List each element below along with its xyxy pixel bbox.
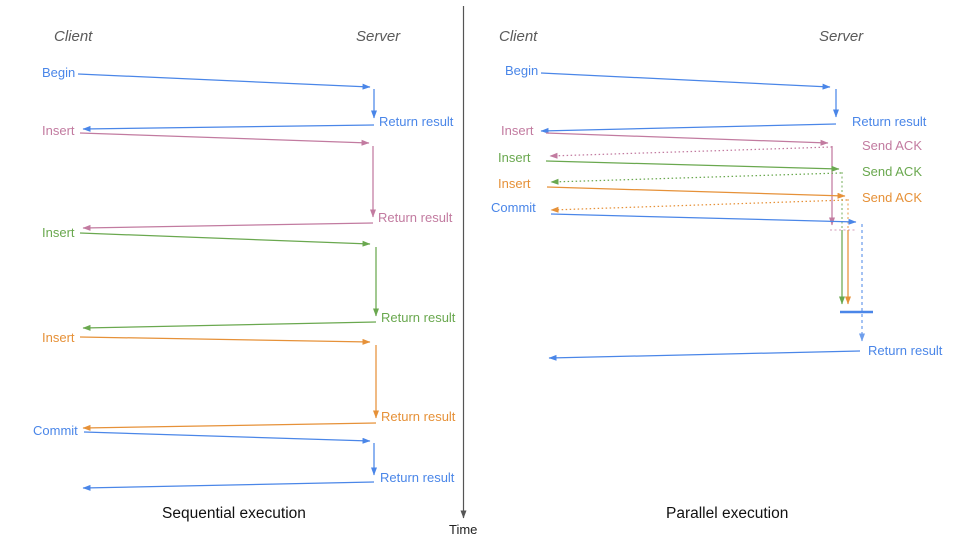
left-commit-message-arrows	[82, 431, 377, 491]
left-insert2-return-label: Return result	[381, 310, 456, 325]
right-begin-message-arrows	[540, 72, 839, 134]
left-server-header: Server	[356, 28, 401, 45]
right-begin-return-label: Return result	[852, 114, 927, 129]
right-insert1-message-arrows	[545, 132, 856, 231]
right-insert1-ack-label: Send ACK	[862, 138, 922, 153]
left-caption: Sequential execution	[162, 505, 306, 522]
time-axis-label: Time	[449, 522, 478, 537]
left-begin-message-arrows	[77, 73, 377, 132]
left-insert1-label: Insert	[42, 123, 75, 138]
left-commit-return-label: Return result	[380, 470, 455, 485]
right-client-header: Client	[499, 28, 538, 45]
right-insert2-message-arrows	[545, 160, 845, 305]
right-commit-label: Commit	[491, 200, 536, 215]
right-insert3-ack-label: Send ACK	[862, 190, 922, 205]
right-server-header: Server	[819, 28, 864, 45]
left-commit-label: Commit	[33, 423, 78, 438]
left-insert1-return-label: Return result	[378, 210, 453, 225]
right-begin-label: Begin	[505, 63, 539, 78]
right-insert1-label: Insert	[501, 123, 534, 138]
left-begin-return-label: Return result	[379, 114, 454, 129]
left-insert3-label: Insert	[42, 330, 75, 345]
left-insert3-return-label: Return result	[381, 409, 456, 424]
left-insert3-message-arrows	[79, 336, 379, 431]
right-insert3-message-arrows	[546, 186, 851, 305]
right-commit-message-arrows	[548, 213, 873, 361]
right-insert3-label: Insert	[498, 176, 531, 191]
right-insert2-ack-label: Send ACK	[862, 164, 922, 179]
left-client-header: Client	[54, 28, 93, 45]
right-caption: Parallel execution	[666, 505, 789, 522]
right-insert2-label: Insert	[498, 150, 531, 165]
left-insert2-message-arrows	[79, 232, 379, 331]
left-begin-label: Begin	[42, 65, 76, 80]
left-insert1-message-arrows	[79, 132, 376, 231]
right-commit-return-label: Return result	[868, 343, 943, 358]
left-insert2-label: Insert	[42, 225, 75, 240]
